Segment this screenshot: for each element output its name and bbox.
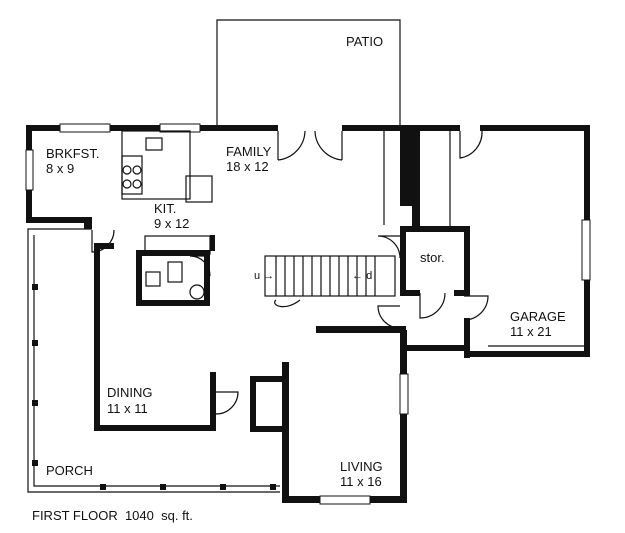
family-label: FAMILY — [226, 144, 272, 159]
exterior-walls — [26, 125, 590, 503]
caption-floor: FIRST FLOOR — [32, 508, 118, 523]
living-size: 11 x 16 — [340, 474, 382, 489]
staircase — [264, 255, 396, 308]
patio-label: PATIO — [346, 34, 384, 49]
porch-outline — [27, 228, 280, 493]
kit-label: KIT. — [154, 201, 177, 216]
family-size: 18 x 12 — [226, 159, 269, 174]
kit-size: 9 x 12 — [154, 216, 190, 231]
interior-lines — [383, 131, 584, 347]
stor-label: stor. — [420, 250, 445, 265]
doors — [91, 130, 489, 415]
porch-label: PORCH — [46, 463, 93, 478]
garage-size: 11 x 21 — [510, 324, 552, 339]
dining-size: 11 x 11 — [107, 401, 148, 416]
kitchen-fixtures — [121, 130, 213, 255]
caption-unit: sq. ft. — [161, 508, 193, 523]
windows — [25, 123, 591, 505]
living-label: LIVING — [340, 459, 383, 474]
bath-fixtures — [145, 261, 205, 300]
stair-up-label: u → — [254, 270, 275, 282]
garage-label: GARAGE — [510, 309, 566, 324]
dining-label: DINING — [107, 385, 153, 400]
caption-area: 1040 — [124, 508, 154, 523]
brkfst-size: 8 x 9 — [46, 161, 75, 176]
porch-columns — [32, 284, 276, 490]
brkfst-label: BRKFST. — [46, 146, 100, 161]
patio-outline — [216, 19, 401, 128]
stair-down-label: ← d — [352, 270, 373, 282]
floor-caption: FIRST FLOOR 1040 sq. ft. — [32, 508, 193, 523]
